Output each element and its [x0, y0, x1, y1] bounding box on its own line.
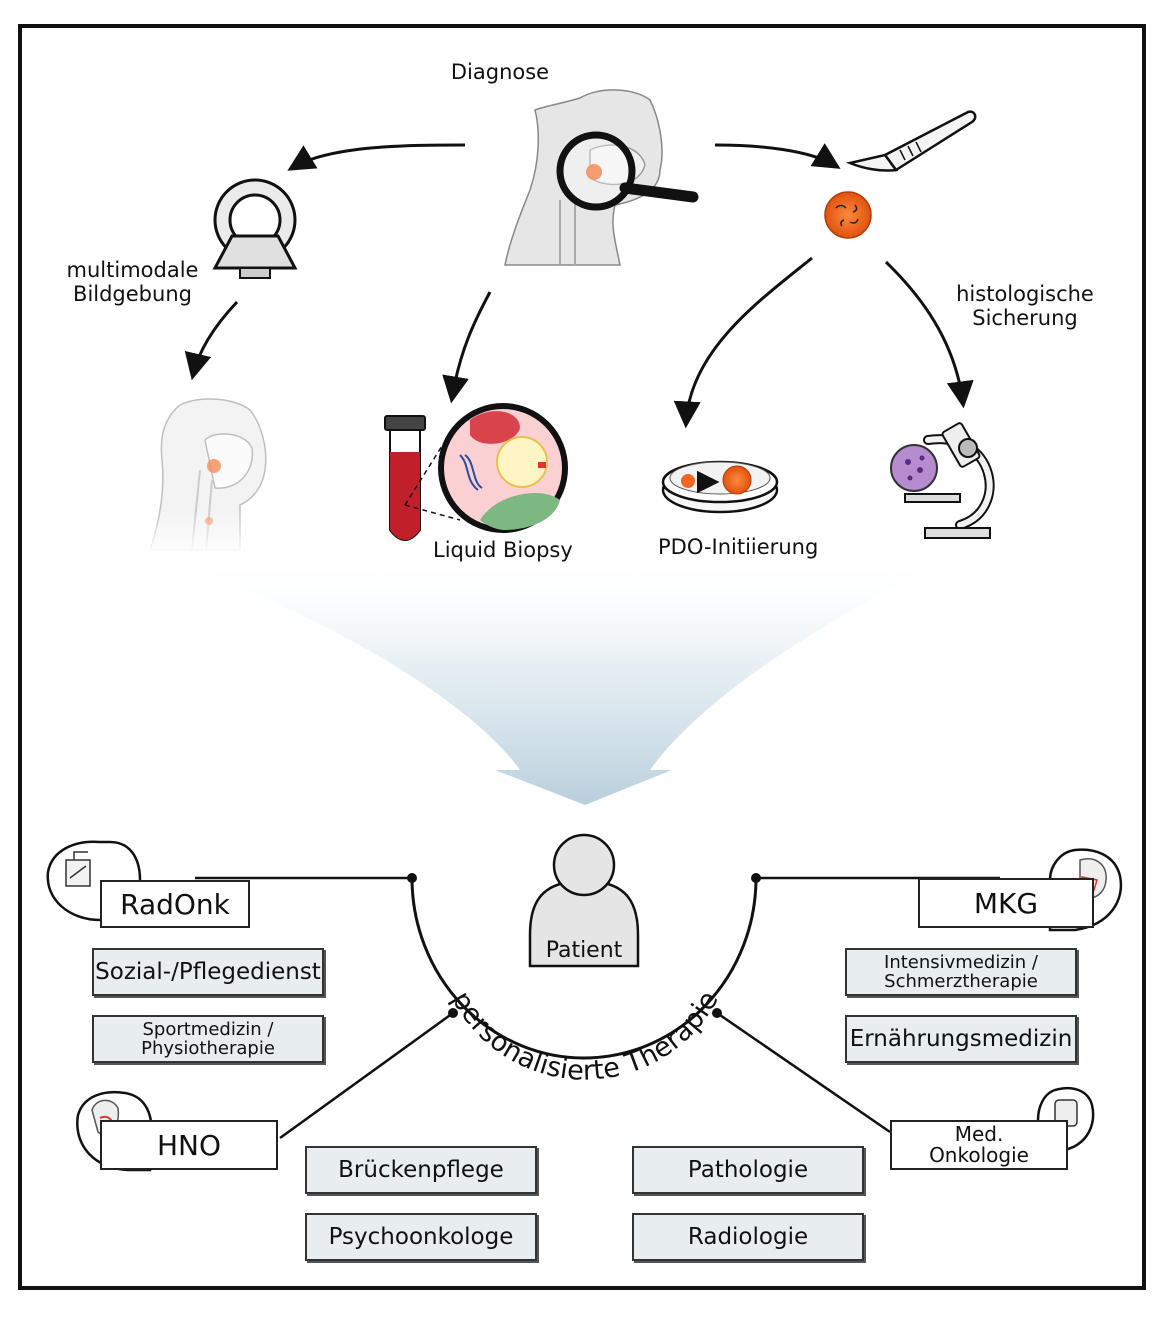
therapy-arc: [410, 877, 758, 1060]
head-scan-icon: [140, 398, 280, 555]
service-sport: Sportmedizin / Physiotherapie: [92, 1015, 324, 1063]
tumor-sample-icon: [824, 191, 872, 239]
liquid-biopsy-label: Liquid Biopsy: [433, 538, 573, 562]
service-intensiv: Intensivmedizin / Schmerztherapie: [845, 948, 1077, 996]
convergence-funnel: [150, 555, 960, 805]
radiotherapy-icon: [65, 851, 91, 887]
service-sozial: Sozial-/Pflegedienst: [92, 948, 324, 996]
service-brueckenpflege: Brückenpflege: [305, 1146, 537, 1194]
flow-arrows: [184, 143, 974, 429]
service-ernaehrung: Ernährungsmedizin: [845, 1015, 1077, 1063]
service-psychoonkologe: Psychoonkologe: [305, 1213, 537, 1261]
patient-label: Patient: [545, 938, 623, 963]
therapy-label: personalisierte Therapie: [445, 986, 724, 1087]
dept-med-onkologie: Med. Onkologie: [890, 1120, 1068, 1170]
pdo-label: PDO-Initiierung: [658, 535, 819, 559]
histologie-label: histologische Sicherung: [956, 282, 1094, 330]
patient-avatar-icon: [528, 833, 640, 968]
mri-scanner-icon: [212, 178, 298, 279]
dept-mkg: MKG: [918, 878, 1094, 928]
petri-dish-icon: [661, 460, 779, 514]
service-pathologie: Pathologie: [632, 1146, 864, 1194]
diagnose-label: Diagnose: [450, 60, 550, 84]
blood-tube-icon: [384, 403, 568, 541]
microscope-icon: [890, 422, 995, 539]
scalpel-icon: [845, 110, 977, 172]
service-radiologie: Radiologie: [632, 1213, 864, 1261]
dept-radonk: RadOnk: [100, 880, 250, 928]
head-magnifier-icon: [504, 89, 699, 266]
bildgebung-label: multimodale Bildgebung: [66, 258, 199, 306]
dept-hno: HNO: [100, 1120, 278, 1170]
